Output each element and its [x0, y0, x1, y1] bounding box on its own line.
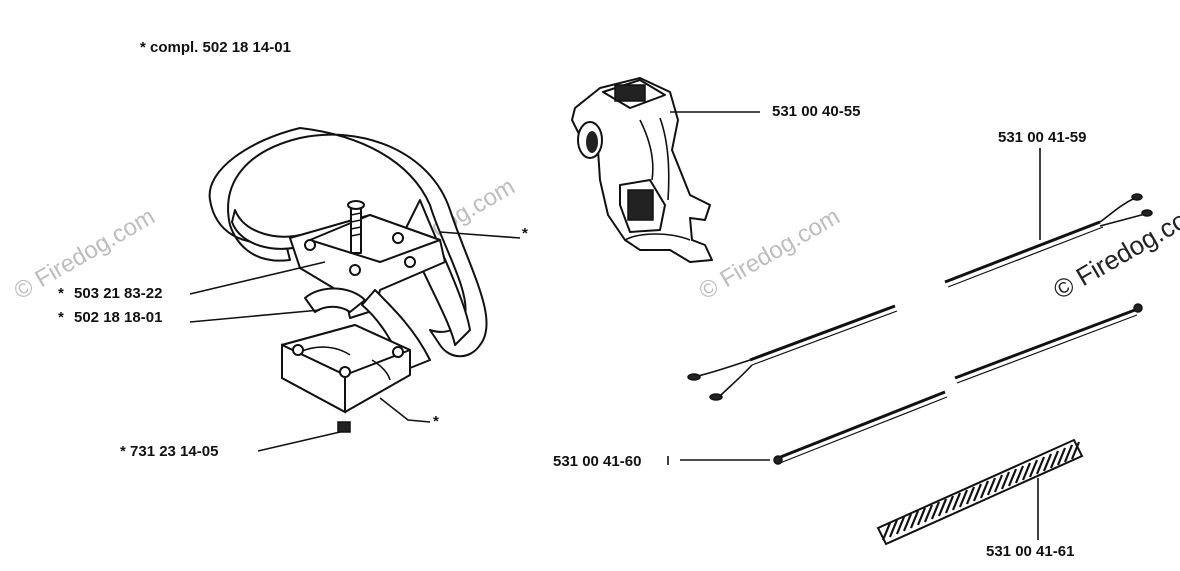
label-spring-sleeve: 531 00 41-61 [986, 543, 1074, 560]
label-strap: 502 18 18-01 [74, 309, 162, 326]
screw-part [347, 200, 365, 254]
lower-clamp [281, 324, 411, 414]
loop-handle [208, 127, 488, 433]
cable-middle-part [687, 304, 898, 401]
clamp-holder-part [571, 77, 713, 263]
watermark-text: © Firedog.com [695, 203, 845, 305]
label-cable-upper: 531 00 41-59 [998, 129, 1086, 146]
label-nut: * 731 23 14-05 [120, 443, 218, 460]
header-note: * compl. 502 18 14-01 [140, 39, 291, 56]
label-screw: 503 21 83-22 [74, 285, 162, 302]
asterisk-strap: * [58, 309, 64, 326]
label-cable-lower: 531 00 41-60 [553, 453, 641, 470]
cable-lower-part [773, 303, 1143, 465]
spring-sleeve-part [876, 438, 1084, 546]
asterisk-screw: * [58, 285, 64, 302]
asterisk-label-handle: * [522, 225, 528, 242]
watermarks: © Firedog.com © Firedog.com © Firedog.co… [10, 173, 1180, 305]
asterisk-lower-clamp: * [433, 413, 439, 430]
cable-upper-part [944, 193, 1153, 288]
nut-part [337, 421, 351, 433]
label-clamp-holder: 531 00 40-55 [772, 103, 860, 120]
